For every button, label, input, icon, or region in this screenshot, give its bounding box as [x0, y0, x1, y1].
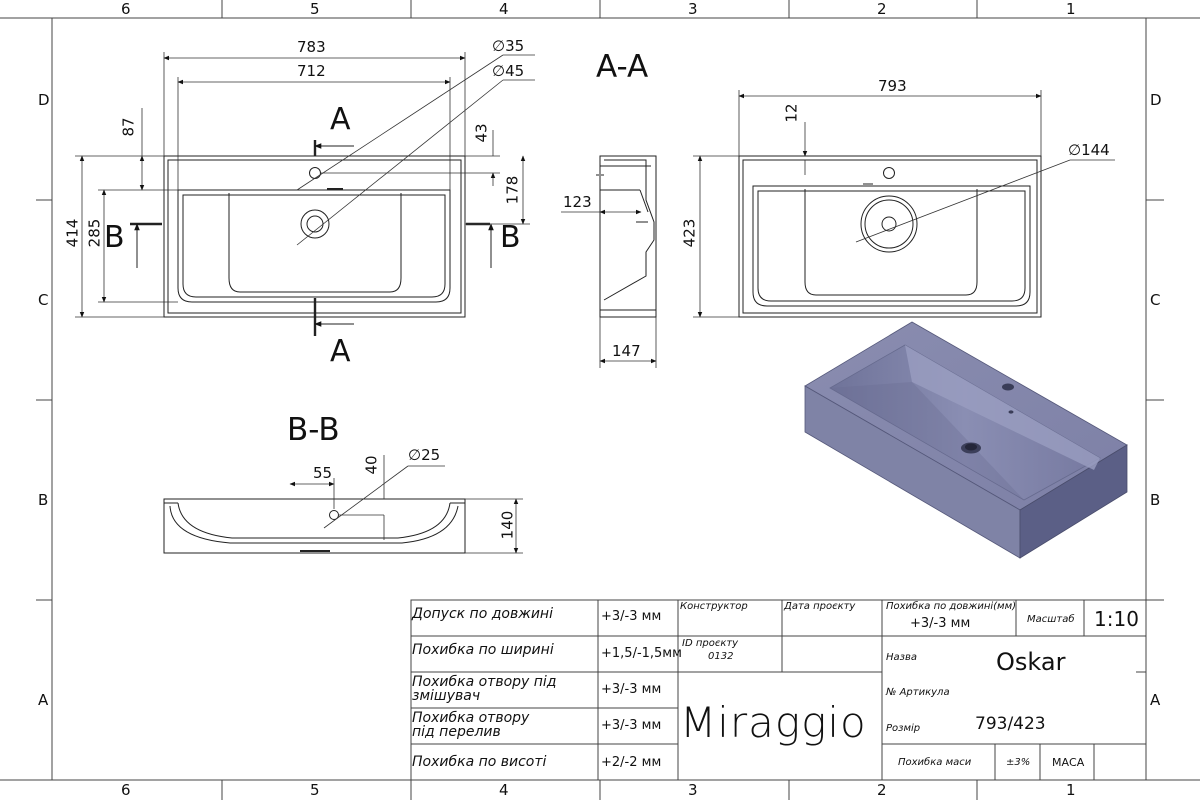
size-value: 793/423: [975, 714, 1046, 734]
tol-height-label: Похибка по висоті: [412, 754, 547, 770]
grid-col-bottom: 5: [310, 781, 320, 799]
length-error-label: Похибка по довжині(мм): [886, 601, 1017, 612]
title-block-grid: [410, 599, 1147, 781]
tol-overflow-label-1: Похибка отвору: [412, 710, 530, 726]
grid-row-left: C: [38, 291, 49, 309]
scale-label: Масштаб: [1027, 614, 1075, 625]
project-id-value: 0132: [708, 651, 734, 662]
section-aa-drawing: [596, 155, 657, 318]
dim-height-178: 178: [503, 175, 522, 205]
dim-bb-height: 140: [498, 510, 517, 540]
grid-row-left: B: [38, 491, 49, 509]
size-label: Розмір: [886, 723, 921, 734]
dim-right-width: 793: [878, 77, 907, 95]
brand-logo-text: Miraggio: [680, 698, 867, 747]
dim-hole-mixer: ∅35: [492, 37, 525, 55]
cut-label-a-bottom: A: [330, 334, 351, 369]
grid-col-top: 6: [121, 0, 131, 18]
grid-col-top: 5: [310, 0, 320, 18]
grid-row-right: D: [1150, 91, 1162, 109]
tol-height-value: +2/-2 мм: [601, 755, 662, 770]
right-view-dimensions: [693, 90, 1115, 318]
grid-row-right: A: [1150, 691, 1161, 709]
tol-mixer-hole-value: +3/-3 мм: [601, 682, 662, 697]
mass-error-label: Похибка маси: [898, 757, 972, 768]
grid-col-bottom: 4: [499, 781, 509, 799]
dim-bowl-width: 712: [297, 62, 326, 80]
grid-row-right: C: [1150, 291, 1161, 309]
grid-col-bottom: 6: [121, 781, 131, 799]
grid-col-top: 1: [1066, 0, 1076, 18]
cut-label-a-top: A: [330, 102, 351, 137]
tol-mixer-hole-label-2: змішувач: [412, 688, 481, 704]
cut-label-b-left: B: [104, 220, 125, 255]
dim-overall-depth: 414: [63, 218, 82, 248]
section-aa-title: A-A: [596, 49, 649, 85]
top-view-dimensions: [75, 52, 535, 318]
section-bb-title: B-B: [287, 412, 340, 448]
grid-row-right: B: [1150, 491, 1161, 509]
cut-label-b-right: B: [500, 220, 521, 255]
top-view: [130, 140, 494, 336]
tol-width-value: +1,5/-1,5мм: [601, 646, 682, 661]
date-label: Дата проєкту: [784, 601, 856, 612]
section-aa-dimensions: [561, 209, 657, 368]
grid-col-top: 2: [877, 0, 887, 18]
grid-row-left: D: [38, 91, 50, 109]
designer-label: Конструктор: [680, 601, 748, 612]
grid-col-top: 4: [499, 0, 509, 18]
grid-col-top: 3: [688, 0, 698, 18]
article-label: № Артикула: [886, 687, 950, 698]
right-top-view: [738, 155, 1042, 318]
tol-mixer-hole-label-1: Похибка отвору під: [412, 674, 557, 690]
tol-overflow-value: +3/-3 мм: [601, 718, 662, 733]
grid-row-left: A: [38, 691, 49, 709]
dim-hole-offset: 43: [472, 123, 491, 143]
sink-3d-render: [804, 321, 1128, 559]
dim-right-rim: 12: [782, 103, 801, 123]
mass-error-value: ±3%: [1006, 757, 1031, 768]
tol-length-label: Допуск по довжині: [412, 606, 553, 622]
dim-bowl-depth: 285: [85, 218, 104, 248]
grid-col-bottom: 3: [688, 781, 698, 799]
name-label: Назва: [886, 652, 917, 663]
dim-right-drain: ∅144: [1068, 141, 1110, 159]
tol-length-value: +3/-3 мм: [601, 609, 662, 624]
tol-overflow-label-2: під перелив: [412, 724, 501, 740]
mass-label: МАСА: [1052, 756, 1085, 769]
dim-right-depth: 423: [680, 218, 699, 248]
dim-section-aa-123: 123: [563, 193, 592, 211]
dim-top-margin: 87: [119, 117, 138, 137]
dim-bb-55: 55: [313, 464, 333, 482]
scale-value: 1:10: [1094, 607, 1139, 631]
length-error-value: +3/-3 мм: [910, 616, 971, 631]
dim-section-aa-147: 147: [612, 342, 641, 360]
grid-col-bottom: 1: [1066, 781, 1076, 799]
dim-bb-hole: ∅25: [408, 446, 441, 464]
dim-hole-drain: ∅45: [492, 62, 525, 80]
dim-bb-40: 40: [362, 455, 381, 475]
section-bb-dimensions: [289, 455, 523, 554]
grid-col-bottom: 2: [877, 781, 887, 799]
product-name: Oskar: [996, 648, 1066, 676]
section-bb-drawing: [163, 498, 466, 554]
dim-overall-width: 783: [297, 38, 326, 56]
project-id-label: ID проєкту: [682, 638, 739, 649]
tol-width-label: Похибка по ширині: [412, 642, 554, 658]
